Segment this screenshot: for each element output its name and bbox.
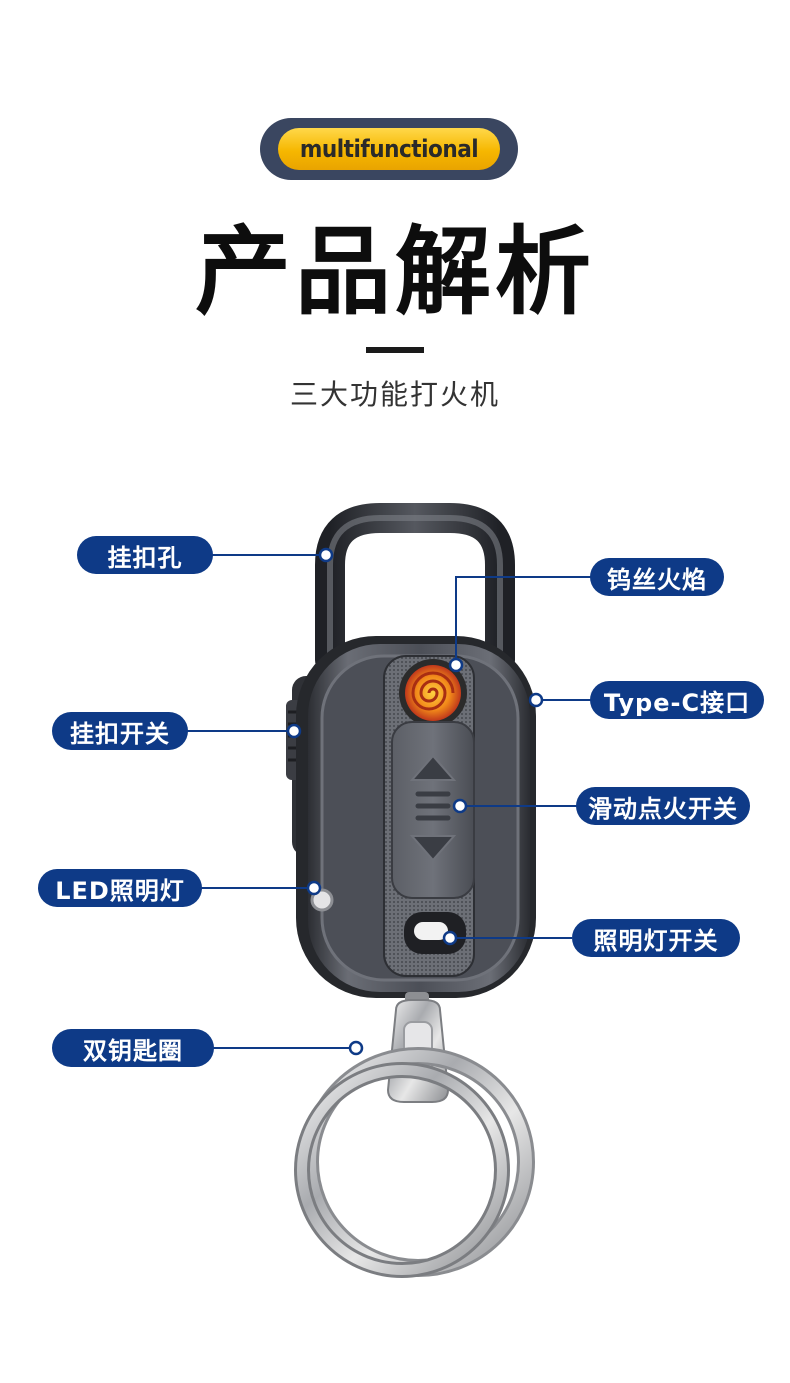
light-switch-window <box>404 912 466 954</box>
light-switch-label: 照明灯开关 <box>572 919 740 957</box>
type-c-port-label: Type-C接口 <box>590 681 764 719</box>
shackle <box>315 503 515 675</box>
multifunctional-badge: multifunctional <box>278 128 500 170</box>
key-ring-label: 双钥匙圈 <box>52 1029 214 1067</box>
title-divider <box>366 347 424 353</box>
heater-coil-icon <box>399 659 467 727</box>
callout-anchor-dots <box>286 547 544 1056</box>
led-lens <box>310 888 334 912</box>
slide-ignition-switch-label: 滑动点火开关 <box>576 787 750 825</box>
led-light-label: LED照明灯 <box>38 869 202 907</box>
page-title: 产品解析 <box>195 216 595 328</box>
callout-leader-lines <box>186 554 592 1049</box>
hook-hole-label: 挂扣孔 <box>77 536 213 574</box>
hook-switch-label: 挂扣开关 <box>52 712 188 750</box>
tungsten-flame-label: 钨丝火焰 <box>590 558 724 596</box>
page-subtitle: 三大功能打火机 <box>289 378 500 411</box>
ignition-slider <box>391 721 475 899</box>
double-key-ring <box>294 1047 535 1278</box>
